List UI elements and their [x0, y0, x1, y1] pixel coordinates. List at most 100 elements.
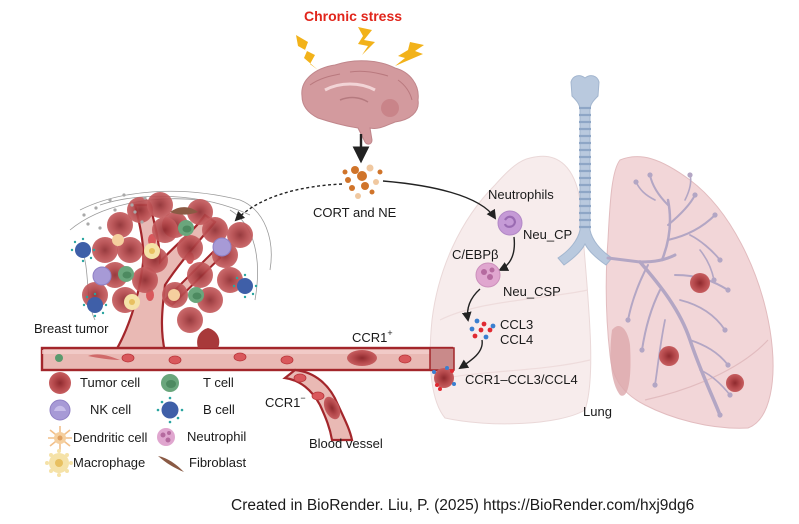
b-cell-antibody: [81, 237, 85, 241]
legend-label-nk-cell: NK cell: [90, 402, 132, 417]
lung-metastasis: [690, 273, 710, 293]
red-blood-cell: [398, 354, 412, 364]
b-cell-antibody: [243, 295, 247, 299]
ccr1-negative-text: CCR1: [265, 395, 301, 410]
tumor-cell: [187, 262, 213, 288]
ecm-fiber: [79, 190, 272, 271]
legend-label-neutrophil: Neutrophil: [187, 429, 247, 444]
b-cell-antibody: [70, 248, 74, 252]
hormone-particle: [349, 185, 355, 191]
b-cell-antibody: [93, 292, 97, 296]
hormone-particle: [357, 171, 367, 181]
neutrophil-pathway: [432, 210, 523, 391]
tumor-cell: [132, 267, 158, 293]
breast-tumor: [69, 190, 272, 333]
tumor-cell: [92, 237, 118, 263]
neu-csp-label: Neu_CSP: [503, 284, 561, 299]
b-cell-antibody: [85, 295, 89, 299]
ccl4-molecule: [483, 334, 489, 340]
tumor-cell: [177, 235, 203, 261]
ccr1-bound-chemokine: [452, 382, 456, 386]
tumor-cell: [187, 199, 213, 225]
ecm-particle: [94, 206, 98, 210]
red-blood-cell: [280, 355, 294, 365]
alveolus-tip: [725, 287, 731, 293]
b-cell-antibody: [73, 240, 77, 244]
ccl3-molecule: [472, 333, 478, 339]
ecm-particle: [122, 193, 126, 197]
neutrophils-label: Neutrophils: [488, 187, 554, 202]
alveolus-tip: [652, 382, 658, 388]
ecm-fiber: [99, 195, 251, 216]
ccl3-label: CCL3: [500, 317, 534, 332]
legend-label-macrophage: Macrophage: [73, 455, 146, 470]
alveolus-tip: [725, 362, 731, 368]
ccr1-positive-tumor-cell: [347, 350, 377, 366]
b-cell: [237, 278, 253, 294]
alveolus-tip: [692, 192, 698, 198]
diagram-title: Chronic stress: [304, 8, 403, 24]
ccr1-positive-label: CCR1+: [352, 328, 393, 345]
lung-label: Lung: [583, 404, 612, 419]
tumor-cell: [117, 237, 143, 263]
b-cell-antibody: [89, 256, 93, 260]
red-blood-cell: [148, 234, 156, 246]
t-cell-nucleus: [182, 225, 192, 233]
ccl4-molecule: [469, 326, 475, 332]
legend-label-tumor-cell: Tumor cell: [80, 375, 141, 390]
b-cell: [87, 297, 103, 313]
dendritic-cell: [168, 289, 180, 301]
trachea: [557, 75, 613, 266]
hormone-particle: [366, 164, 374, 172]
breast-tumor-label: Breast tumor: [34, 321, 109, 336]
nk-cell: [92, 266, 112, 286]
t-cell-nucleus: [192, 292, 202, 300]
tumor-cell: [177, 307, 203, 333]
ecm-particle: [82, 213, 86, 217]
ccr1-bound-chemokine: [435, 383, 439, 387]
cp-to-csp-arrow: [498, 236, 516, 271]
t-cell-icon: [161, 374, 179, 392]
csp-to-ccl-arrow: [461, 288, 481, 322]
biorender-credit: Created in BioRender. Liu, P. (2025) htt…: [231, 497, 695, 514]
cebpb-label: C/EBPβ: [452, 247, 499, 262]
hormone-particle: [345, 177, 351, 183]
lung-metastasis: [726, 374, 744, 392]
hormone-to-tumor-arrow: [234, 183, 343, 222]
tumor-cell: [127, 197, 153, 223]
hormone-particle: [361, 182, 369, 190]
red-blood-cell: [293, 373, 307, 383]
ccl-to-tumor-arrow: [458, 339, 483, 370]
tumor-cell: [202, 217, 228, 243]
b-cell: [75, 242, 91, 258]
b-cell-antibody: [235, 276, 239, 280]
alveolus-tip: [727, 392, 733, 398]
lightning-bolts: [296, 27, 424, 70]
tumor-cell: [147, 192, 173, 218]
nk-cell-icon: [49, 399, 71, 421]
alveolus-tip: [717, 412, 723, 418]
legend-label-fibroblast: Fibroblast: [189, 455, 247, 470]
b-cell-antibody: [81, 259, 85, 263]
tumor-cell-icon: [49, 372, 71, 394]
ccr1-bound-chemokine: [450, 369, 454, 373]
neu-cp-cell: [497, 210, 523, 236]
ecm-fiber: [69, 198, 201, 231]
hormone-to-neutrophil-arrow: [382, 180, 497, 220]
b-cell-antibody: [101, 311, 105, 315]
dendritic-cell: [112, 234, 124, 246]
hormone-particle: [342, 169, 348, 175]
cort-ne-particles: [342, 164, 383, 199]
b-cell-antibody: [104, 303, 108, 307]
ecm-particle: [140, 220, 144, 224]
ecm-particle: [86, 222, 90, 226]
red-blood-cell: [121, 353, 135, 363]
red-blood-cell: [168, 355, 182, 365]
ccr1-positive-sup: +: [387, 328, 393, 338]
macrophage-icon: [45, 449, 73, 477]
ecm-particle: [113, 208, 117, 212]
ccr1-bound-chemokine: [432, 370, 436, 374]
ccl3-molecule: [487, 327, 493, 333]
legend-label-b-cell: B cell: [203, 402, 235, 417]
